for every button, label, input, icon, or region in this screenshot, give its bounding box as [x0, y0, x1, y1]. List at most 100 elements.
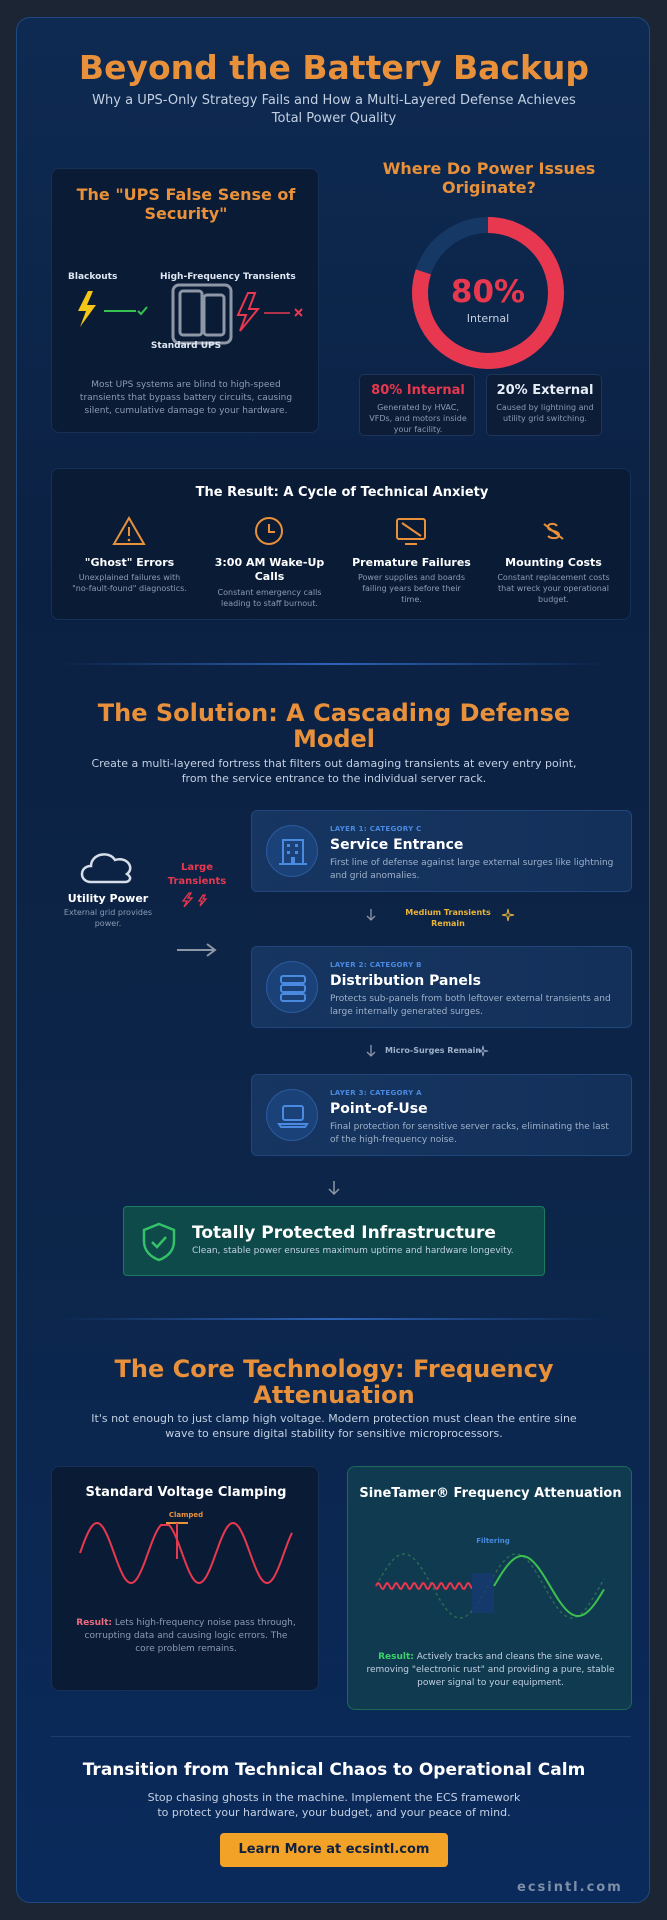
internal-stat-title: 80% Internal — [371, 383, 465, 398]
sparkle-icon — [477, 1045, 489, 1057]
utility-desc: External grid provides power. — [63, 908, 153, 928]
layer-name: Service Entrance — [330, 837, 464, 853]
sinetamer-title: SineTamer® Frequency Attenuation — [359, 1486, 622, 1501]
anxiety-item-title: Premature Failures — [352, 556, 471, 569]
sinetamer-result: Result: Actively tracks and cleans the s… — [362, 1651, 619, 1690]
broken-device-icon — [396, 518, 426, 545]
clamping-card: Standard Voltage Clamping Clamped Result… — [51, 1466, 319, 1691]
anxiety-card: The Result: A Cycle of Technical Anxiety… — [51, 468, 631, 620]
external-stat-desc: Caused by lightning and utility grid swi… — [496, 403, 594, 423]
false-security-desc: Most UPS systems are blind to high-speed… — [79, 380, 293, 416]
layer-category: LAYER 2: CATEGORY B — [330, 961, 422, 969]
layer-card-point-of-use: LAYER 3: CATEGORY A Point-of-Use Final p… — [251, 1074, 632, 1156]
clamping-result-label: Result: — [76, 1618, 113, 1628]
clamped-sine-wave — [79, 1521, 293, 1585]
filtering-label: Filtering — [476, 1537, 510, 1545]
warning-icon — [112, 515, 146, 545]
filter-block — [472, 1573, 494, 1613]
infographic-frame: Beyond the Battery Backup Why a UPS-Only… — [16, 17, 650, 1903]
layer-icon-circle — [266, 1089, 318, 1141]
anxiety-title: The Result: A Cycle of Technical Anxiety — [195, 485, 489, 500]
external-stat-box: 20% External Caused by lightning and uti… — [486, 374, 602, 436]
solution-desc: Create a multi-layered fortress that fil… — [91, 757, 577, 785]
layer-card-service-entrance: LAYER 1: CATEGORY C Service Entrance Fir… — [251, 810, 632, 892]
ups-diagram — [78, 283, 303, 345]
layer-desc: First line of defense against large exte… — [330, 858, 614, 881]
clamping-result: Result: Lets high-frequency noise pass t… — [76, 1617, 296, 1656]
arrow-right-icon — [177, 943, 217, 957]
brand-watermark: ecsintl.com — [517, 1880, 623, 1895]
anxiety-item: Premature Failures Power supplies and bo… — [344, 515, 479, 605]
donut-value: 80% — [450, 274, 526, 310]
solution-title: The Solution: A Cascading Defense Model — [97, 699, 571, 753]
transient-icon — [236, 292, 261, 332]
shield-check-icon — [142, 1222, 176, 1262]
anxiety-item-desc: Constant emergency calls leading to staf… — [217, 588, 322, 608]
core-desc: It's not enough to just clamp high volta… — [91, 1412, 577, 1440]
footer-divider — [51, 1736, 631, 1737]
donut-internal-arc — [412, 217, 564, 369]
protected-title: Totally Protected Infrastructure — [192, 1223, 496, 1243]
medium-remain-label: Medium Transients Remain — [405, 908, 491, 928]
origin-donut-chart — [412, 217, 564, 369]
external-stat-title: 20% External — [496, 383, 594, 398]
learn-more-button[interactable]: Learn More at ecsintl.com — [220, 1833, 448, 1867]
false-security-card: The "UPS False Sense of Security" Blacko… — [51, 168, 319, 433]
protected-desc: Clean, stable power ensures maximum upti… — [192, 1246, 514, 1256]
origins-title: Where Do Power Issues Originate? — [382, 159, 596, 197]
anxiety-item: Mounting Costs Constant replacement cost… — [486, 515, 621, 605]
clamped-label: Clamped — [168, 1511, 204, 1519]
large-transients-label: Large Transients — [167, 862, 227, 887]
page-subtitle: Why a UPS-Only Strategy Fails and How a … — [92, 93, 576, 126]
anxiety-item: "Ghost" Errors Unexplained failures with… — [62, 515, 197, 594]
anxiety-item-desc: Constant replacement costs that wreck yo… — [497, 573, 610, 604]
transients-label: High-Frequency Transients — [160, 272, 296, 282]
arrow-down-icon — [366, 909, 376, 921]
anxiety-item-title: 3:00 AM Wake-Up Calls — [214, 556, 325, 583]
anxiety-item-title: Mounting Costs — [505, 556, 602, 569]
footer-desc: Stop chasing ghosts in the machine. Impl… — [147, 1791, 521, 1819]
transient-bolts-icon — [181, 892, 208, 908]
layer-name: Distribution Panels — [330, 973, 482, 989]
internal-stat-box: 80% Internal Generated by HVAC, VFDs, an… — [359, 374, 475, 436]
building-icon — [279, 839, 307, 865]
money-off-icon — [543, 522, 564, 540]
micro-remain-label: Micro-Surges Remain — [385, 1046, 482, 1055]
clean-output-wave — [493, 1554, 605, 1618]
anxiety-item-title: "Ghost" Errors — [84, 556, 175, 569]
sinetamer-card: SineTamer® Frequency Attenuation Filteri… — [347, 1466, 632, 1710]
cloud-icon — [80, 853, 132, 884]
layer-icon-circle — [266, 961, 318, 1013]
utility-title: Utility Power — [67, 892, 149, 905]
sparkle-icon — [501, 908, 515, 922]
check-icon — [137, 306, 148, 316]
anxiety-item-desc: Unexplained failures with "no-fault-foun… — [72, 573, 187, 593]
arrow-down-icon — [328, 1181, 340, 1196]
protected-infrastructure-box: Totally Protected Infrastructure Clean, … — [123, 1206, 545, 1276]
layer-name: Point-of-Use — [330, 1101, 428, 1117]
arrow-down-icon — [366, 1045, 376, 1057]
footer-title: Transition from Technical Chaos to Opera… — [82, 1760, 586, 1780]
noisy-input-wave — [375, 1581, 473, 1591]
layer-category: LAYER 1: CATEGORY C — [330, 825, 422, 833]
panel-icon — [280, 975, 306, 1002]
layer-desc: Protects sub-panels from both leftover e… — [330, 994, 611, 1017]
layer-category: LAYER 3: CATEGORY A — [330, 1089, 422, 1097]
anxiety-item-desc: Power supplies and boards failing years … — [357, 573, 466, 604]
internal-stat-desc: Generated by HVAC, VFDs, and motors insi… — [369, 403, 467, 434]
lightning-icon — [78, 291, 96, 327]
laptop-icon — [277, 1105, 309, 1128]
section-divider — [57, 663, 611, 665]
clamping-title: Standard Voltage Clamping — [85, 1485, 287, 1500]
page-title: Beyond the Battery Backup — [78, 48, 590, 87]
sinetamer-result-label: Result: — [378, 1652, 414, 1662]
clamped-wave-graphic — [79, 1521, 293, 1585]
anxiety-item: 3:00 AM Wake-Up Calls Constant emergency… — [202, 515, 337, 609]
sinetamer-result-text: Actively tracks and cleans the sine wave… — [366, 1652, 615, 1688]
clamping-result-text: Lets high-frequency noise pass through, … — [84, 1618, 296, 1654]
clock-icon — [255, 517, 283, 545]
section-divider — [57, 1318, 611, 1320]
layer-desc: Final protection for sensitive server ra… — [330, 1122, 609, 1145]
ups-label: Standard UPS — [150, 341, 222, 351]
layer-card-distribution-panels: LAYER 2: CATEGORY B Distribution Panels … — [251, 946, 632, 1028]
